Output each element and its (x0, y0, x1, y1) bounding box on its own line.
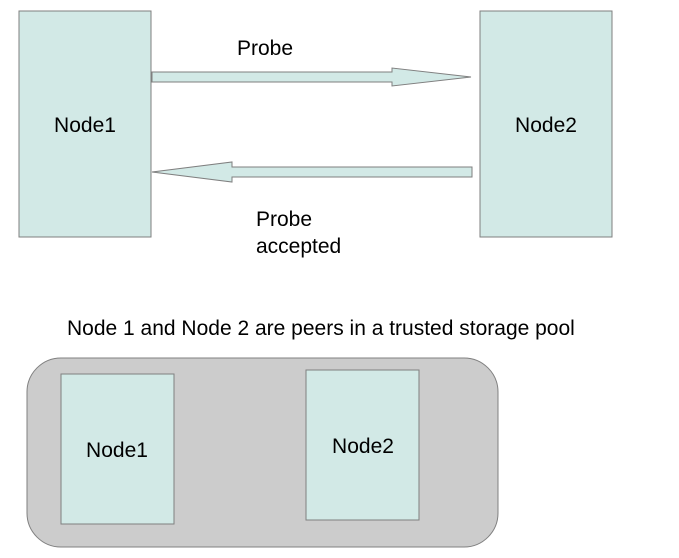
pool-node2-box (305, 369, 420, 521)
pool-node2-label: Node2 (332, 435, 394, 458)
pool-node1-box (60, 373, 175, 525)
top-node1-label: Node1 (54, 114, 116, 137)
top-node2-box (479, 10, 613, 238)
top-node1: Node1 (18, 10, 152, 238)
probe-accepted-label-line2: accepted (256, 235, 341, 258)
trusted-storage-pool: Node1 Node2 (26, 357, 499, 548)
top-node2-label: Node2 (515, 114, 577, 137)
probe-arrow-label: Probe (237, 37, 293, 60)
probe-accepted-arrow (151, 161, 473, 183)
probe-accepted-label-line1: Probe (256, 208, 312, 231)
pool-node1-label: Node1 (86, 439, 148, 462)
pool-caption: Node 1 and Node 2 are peers in a trusted… (67, 317, 575, 340)
top-node2: Node2 (479, 10, 613, 238)
top-node1-box (18, 10, 152, 238)
probe-arrow (151, 67, 472, 87)
